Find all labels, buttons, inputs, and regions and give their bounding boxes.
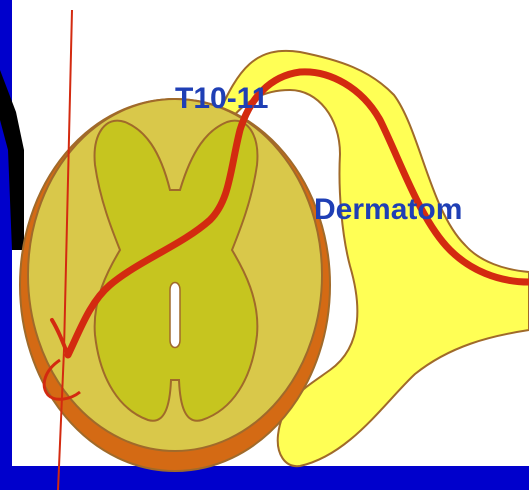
left-black-edge (0, 70, 24, 250)
dermatome-label: Dermatom (314, 193, 462, 227)
spinal-level-label: T10-11 (175, 82, 268, 116)
central-canal (170, 283, 180, 348)
